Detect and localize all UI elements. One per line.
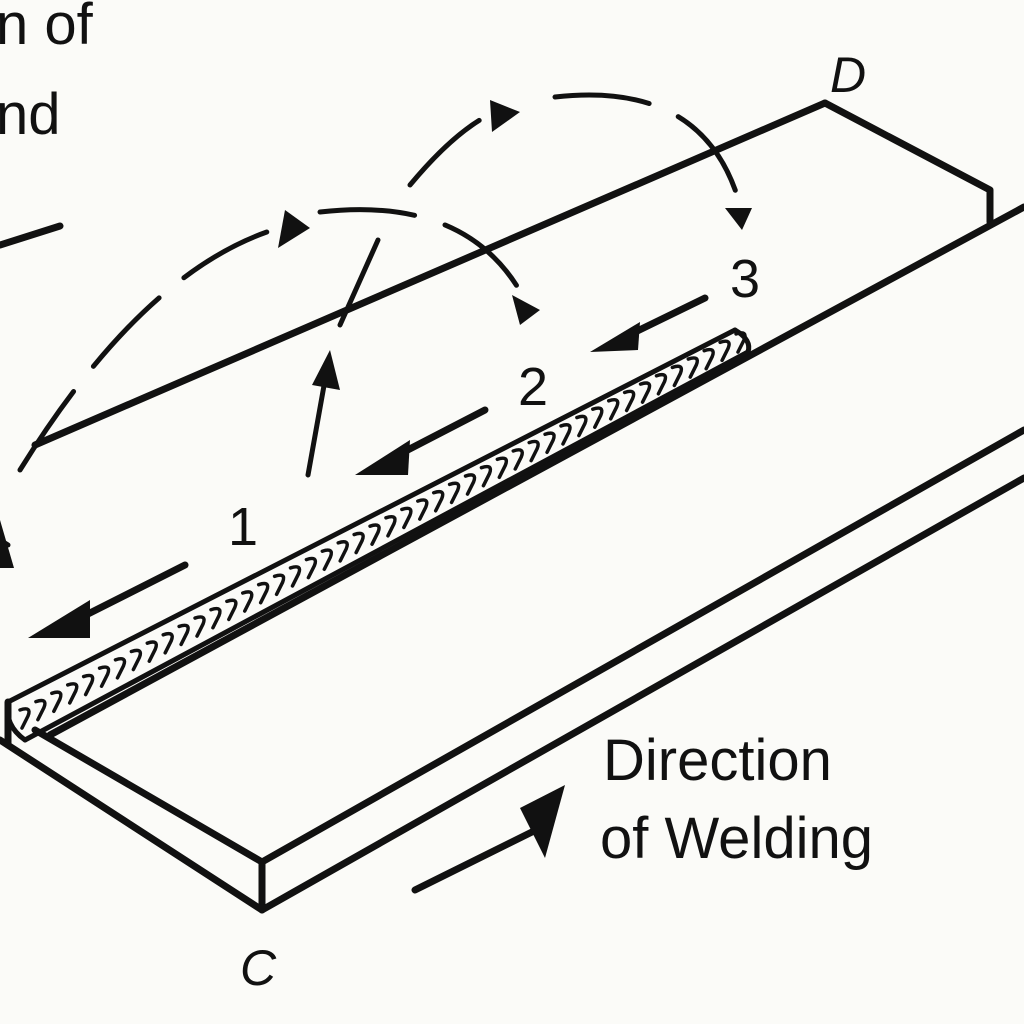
weld-ripple bbox=[511, 448, 524, 471]
weld-ripple bbox=[495, 456, 509, 480]
step-3-label: 3 bbox=[730, 249, 760, 309]
weld-ripple bbox=[129, 648, 143, 672]
weld-ripple bbox=[336, 540, 349, 563]
weld-ripple bbox=[479, 464, 493, 488]
corner-c-label: C bbox=[240, 940, 277, 996]
weld-ripple bbox=[352, 531, 365, 555]
weld-ripple bbox=[81, 673, 95, 697]
metal-plate bbox=[0, 99, 1024, 914]
weld-ripple bbox=[193, 615, 206, 638]
weld-ripple bbox=[416, 498, 429, 521]
weld-ripple bbox=[606, 397, 620, 421]
weld-ripple bbox=[256, 581, 270, 605]
weld-ripple bbox=[638, 381, 652, 404]
weld-ripple bbox=[431, 489, 445, 513]
electrode-motion-arrows bbox=[28, 294, 709, 638]
weld-ripples bbox=[18, 331, 747, 730]
weld-ripple bbox=[304, 556, 318, 580]
weld-ripple bbox=[559, 423, 572, 446]
weld-ripple bbox=[50, 690, 63, 714]
electrode-path-arcs bbox=[0, 92, 752, 568]
direction-of-welding: Direction of Welding bbox=[411, 728, 873, 894]
weld-ripple bbox=[97, 665, 111, 688]
weld-ripple bbox=[463, 473, 477, 496]
step-1-label: 1 bbox=[228, 497, 258, 557]
weld-ripple bbox=[368, 523, 381, 546]
weld-ripple bbox=[400, 506, 413, 530]
weld-ripple bbox=[718, 339, 731, 363]
weld-ripple bbox=[734, 331, 747, 354]
caption-line-2: nd bbox=[0, 82, 61, 147]
weld-ripple bbox=[272, 573, 286, 597]
caption-line-1: n of bbox=[0, 0, 94, 57]
weld-ripple bbox=[209, 606, 222, 630]
weld-ripple bbox=[447, 481, 461, 505]
step-2-label: 2 bbox=[518, 357, 548, 417]
weld-ripple bbox=[225, 598, 238, 622]
weld-ripple bbox=[543, 431, 556, 455]
weld-ripple bbox=[34, 698, 47, 722]
weld-ripple bbox=[161, 631, 174, 655]
corner-d-label: D bbox=[830, 47, 866, 103]
weld-ripple bbox=[177, 623, 190, 647]
weld-ripple bbox=[384, 514, 397, 538]
weld-ripple bbox=[18, 707, 31, 730]
weld-ripple bbox=[113, 656, 127, 680]
weld-ripple bbox=[65, 682, 79, 705]
direction-label-line-2: of Welding bbox=[600, 806, 873, 871]
weld-ripple bbox=[622, 389, 636, 413]
direction-label-line-1: Direction bbox=[603, 728, 832, 793]
weld-ripple bbox=[575, 414, 588, 438]
weld-ripple bbox=[591, 406, 604, 429]
weld-ripple bbox=[288, 565, 302, 588]
weld-ripple bbox=[670, 364, 684, 388]
weld-ripple bbox=[702, 347, 715, 371]
weld-ripple bbox=[320, 548, 334, 571]
weld-ripple bbox=[686, 356, 700, 379]
weld-ripple bbox=[241, 590, 254, 613]
weld-bead bbox=[4, 327, 752, 743]
weld-ripple bbox=[527, 439, 540, 463]
weld-ripple bbox=[654, 372, 668, 396]
weld-ripple bbox=[145, 640, 159, 663]
